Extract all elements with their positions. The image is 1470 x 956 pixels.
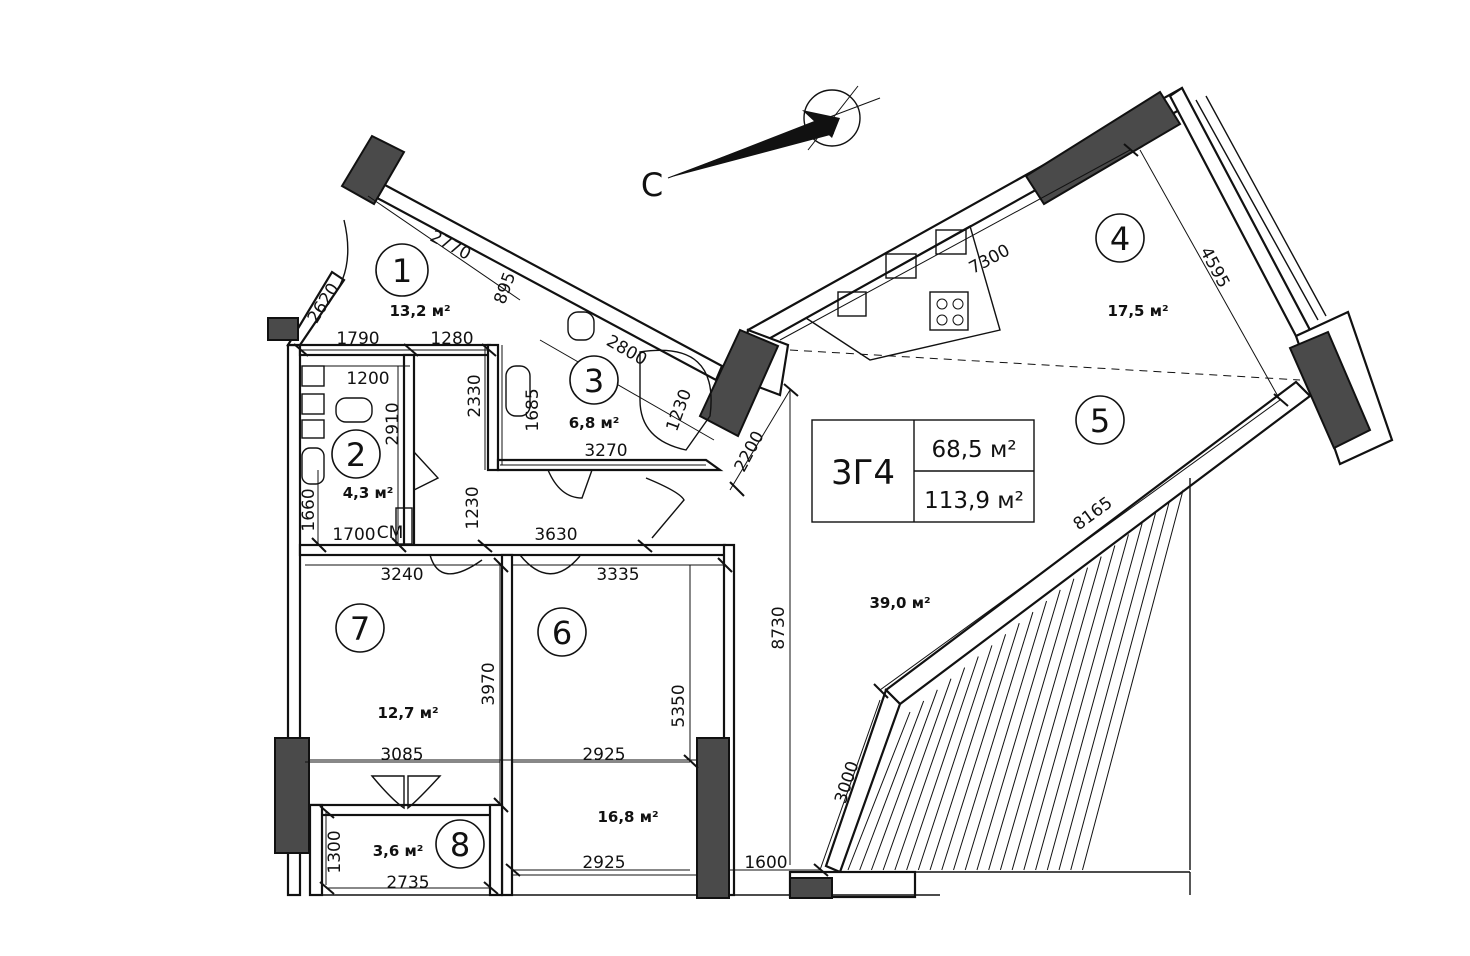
- room-1-number: 1: [392, 252, 412, 290]
- washer-label: СМ: [377, 523, 404, 543]
- decking-line: [1070, 500, 1170, 871]
- decking-line: [917, 645, 993, 871]
- compass-needle-icon: [802, 110, 840, 138]
- decking-line: [906, 656, 979, 871]
- decking-line: [1046, 523, 1143, 871]
- decking-line: [882, 678, 952, 871]
- bath-sink-icon: [505, 365, 531, 417]
- total-area: 113,9 м²: [924, 488, 1024, 514]
- dim-3270: 3270: [584, 441, 627, 461]
- dim-1790: 1790: [336, 329, 379, 349]
- room-5: 5 39,0 м²: [869, 395, 1125, 612]
- dim-2925-upper: 2925: [582, 745, 625, 765]
- dim-2925-lower: 2925: [582, 853, 625, 873]
- dim-3335: 3335: [596, 565, 639, 585]
- dim-5350: 5350: [669, 684, 689, 727]
- room-2: 2 4,3 м²: [331, 429, 394, 502]
- decking-line: [953, 611, 1034, 871]
- zone-divider: [789, 349, 1301, 381]
- decking-line: [1081, 489, 1184, 871]
- fixtures: [301, 224, 1001, 545]
- room-6-area: 16,8 м²: [597, 808, 658, 826]
- decking-line: [870, 689, 938, 871]
- room-4: 4 17,5 м²: [1095, 213, 1169, 320]
- dim-1230-hall: 1230: [463, 486, 483, 529]
- room-8-area: 3,6 м²: [373, 842, 424, 860]
- balcony-decking: [847, 478, 1191, 871]
- dim-4595: 4595: [1195, 244, 1233, 292]
- bathtub-icon: [639, 349, 712, 451]
- decking-line: [976, 589, 1061, 871]
- dim-3240: 3240: [380, 565, 423, 585]
- toilet-icon-2: [567, 311, 595, 341]
- room-labels: 1 13,2 м² 2 4,3 м² 3 6,8 м² 4 17,5 м² 5 …: [331, 213, 1169, 869]
- room-8: 8 3,6 м²: [373, 819, 485, 869]
- decking-line: [999, 567, 1088, 871]
- room-2-area: 4,3 м²: [343, 484, 394, 502]
- dim-7300: 7300: [966, 241, 1014, 279]
- kitchen-sink-icon: [837, 291, 867, 317]
- dimension-lines: [293, 143, 1289, 895]
- dim-895: 895: [490, 270, 520, 307]
- room-4-number: 4: [1110, 220, 1130, 258]
- room-1: 1 13,2 м²: [375, 243, 451, 320]
- room-1-area: 13,2 м²: [389, 302, 450, 320]
- decking-line: [894, 667, 966, 871]
- compass: С: [641, 85, 881, 204]
- sink-icon: [301, 447, 325, 485]
- dim-3630: 3630: [534, 525, 577, 545]
- dim-1300: 1300: [325, 830, 345, 873]
- dim-1200: 1200: [346, 369, 389, 389]
- structural-columns: [267, 90, 1372, 899]
- decking-line: [1035, 534, 1129, 871]
- decking-line: [847, 711, 911, 871]
- doors: [329, 219, 685, 810]
- dim-8730: 8730: [769, 606, 789, 649]
- decking-line: [941, 623, 1020, 871]
- room-7-area: 12,7 м²: [377, 704, 438, 722]
- room-5-number: 5: [1090, 402, 1110, 440]
- dim-1600: 1600: [744, 853, 787, 873]
- dim-2735: 2735: [386, 873, 429, 893]
- room-7: 7 12,7 м²: [335, 603, 439, 722]
- room-5-area: 39,0 м²: [869, 594, 930, 612]
- dim-3085: 3085: [380, 745, 423, 765]
- room-6-number: 6: [552, 614, 572, 652]
- dim-1280: 1280: [430, 329, 473, 349]
- stove-icon: [929, 291, 969, 331]
- dim-1700: 1700: [332, 525, 375, 545]
- toilet-icon: [335, 397, 373, 423]
- room-3: 3 6,8 м²: [569, 355, 620, 432]
- decking-line: [1058, 512, 1157, 871]
- dim-1660: 1660: [299, 488, 319, 531]
- dim-2910: 2910: [383, 402, 403, 445]
- room-6: 6 16,8 м²: [537, 607, 659, 826]
- dim-2620: 2620: [304, 280, 344, 327]
- apartment-code: 3Г4: [831, 453, 895, 493]
- decking-line: [929, 634, 1007, 871]
- apartment-info-box: 3Г4 68,5 м² 113,9 м²: [811, 419, 1035, 523]
- north-label: С: [641, 166, 663, 204]
- decking-line: [1011, 556, 1102, 871]
- room-4-area: 17,5 м²: [1107, 302, 1168, 320]
- decking-line: [964, 600, 1048, 871]
- room-3-area: 6,8 м²: [569, 414, 620, 432]
- decking-line: [859, 700, 925, 871]
- decking-line: [1023, 545, 1116, 871]
- dim-2330: 2330: [465, 374, 485, 417]
- room-3-number: 3: [584, 362, 604, 400]
- room-2-number: 2: [346, 436, 366, 474]
- dim-3970: 3970: [479, 662, 499, 705]
- room-7-number: 7: [350, 610, 370, 648]
- dim-1685: 1685: [523, 388, 543, 431]
- room-8-number: 8: [450, 826, 470, 864]
- living-area: 68,5 м²: [931, 437, 1016, 463]
- decking-line: [988, 578, 1075, 871]
